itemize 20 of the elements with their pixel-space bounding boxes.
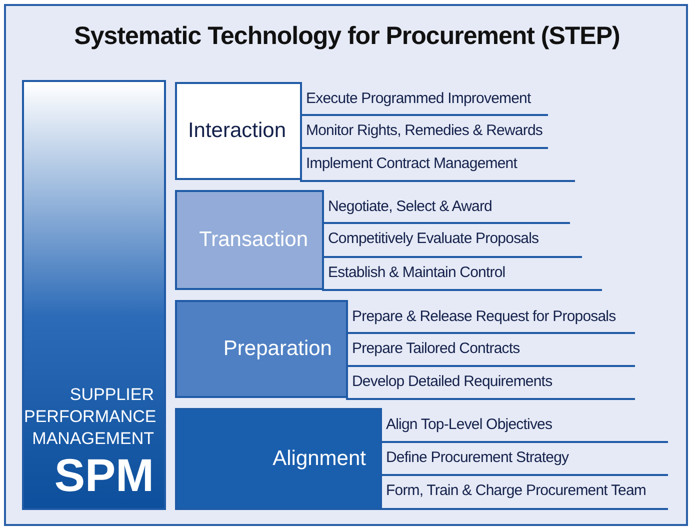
- band-label: SUPPLIER PERFORMANCE MANAGEMENT: [24, 384, 154, 450]
- step-item: Monitor Rights, Remedies & Rewards: [300, 116, 548, 149]
- step-item: Competitively Evaluate Proposals: [322, 224, 582, 258]
- step-item: Align Top-Level Objectives: [380, 410, 668, 443]
- spm-band: [22, 80, 166, 510]
- band-abbreviation: SPM: [53, 450, 154, 500]
- step-item: Prepare & Release Request for Proposals: [346, 302, 635, 334]
- step-item: Define Procurement Strategy: [380, 443, 668, 476]
- title: Systematic Technology for Procurement (STEP): [73, 22, 621, 51]
- step-item: Negotiate, Select & Award: [322, 192, 570, 224]
- step-item: Establish & Maintain Control: [322, 258, 602, 291]
- phase-block: Transaction: [175, 190, 324, 290]
- step-item: Develop Detailed Requirements: [346, 367, 635, 400]
- step-item: Execute Programmed Improvement: [300, 84, 548, 116]
- phase-block: Alignment: [175, 408, 382, 510]
- step-item: Form, Train & Charge Procurement Team: [380, 476, 668, 510]
- step-item: Prepare Tailored Contracts: [346, 334, 635, 367]
- phase-block: Interaction: [175, 82, 302, 180]
- phase-block: Preparation: [175, 300, 348, 398]
- step-item: Implement Contract Management: [300, 149, 575, 182]
